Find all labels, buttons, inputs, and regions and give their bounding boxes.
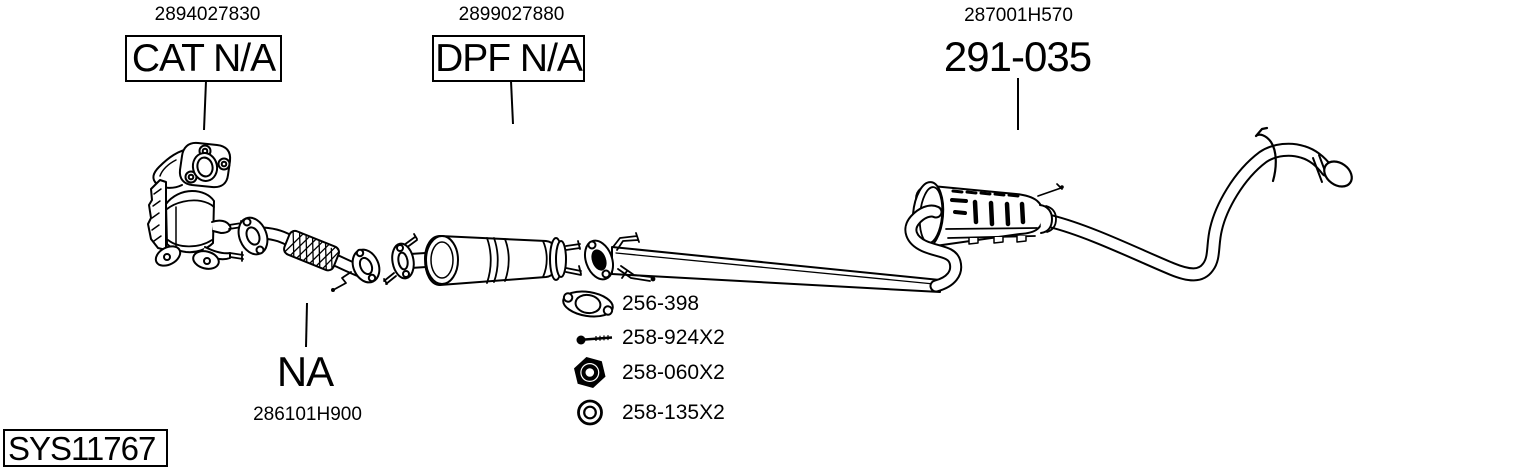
center-pipe-drawing [583,232,941,293]
nut-icon [574,357,606,388]
muffler-label: 291-035 [943,33,1092,80]
gasket-icon [562,290,614,318]
front-pipe-label: NA [276,348,334,395]
dpf-callout-box: DPF N/A [432,35,585,82]
hardware-label: 258-924X2 [622,326,725,349]
cat-part-number: 2894027830 [154,4,261,25]
washer-icon [577,399,603,426]
muffler-part-number: 287001H570 [964,5,1073,26]
front-pipe-part-number: 286101H900 [253,404,362,425]
flex-pipe-drawing [237,216,381,292]
system-code: SYS11767 [8,429,156,467]
tail-pipe-drawing [1043,126,1353,282]
system-code-box: SYS11767 [3,429,168,467]
muffler-drawing [904,181,1064,293]
hardware-row-washer: 258-135X2 [556,396,725,429]
tail-pipe-tip [1323,160,1353,188]
hardware-row-nut: 258-060X2 [556,354,725,391]
cat-label: CAT N/A [131,36,276,80]
dpf-drawing [383,233,582,286]
cat-pointer-line [203,80,207,131]
braid-section [283,229,340,272]
hardware-row-gasket: 256-398 [556,287,699,321]
hardware-label: 256-398 [622,292,700,315]
hardware-label: 258-060X2 [622,360,725,384]
catalytic-converter-drawing [147,141,244,270]
dpf-part-number: 2899027880 [458,4,565,25]
bolt-icon [576,335,613,345]
front-pipe-pointer-line [305,302,308,348]
dpf-label: DPF N/A [435,36,583,80]
hardware-label: 258-135X2 [622,400,725,424]
dpf-pointer-line [510,80,514,125]
cat-callout-box: CAT N/A [125,35,282,82]
callout-pointer-lines [203,78,1019,348]
hardware-row-bolt: 258-924X2 [556,326,725,350]
tail-pipe-hanger-hook [1254,126,1277,183]
